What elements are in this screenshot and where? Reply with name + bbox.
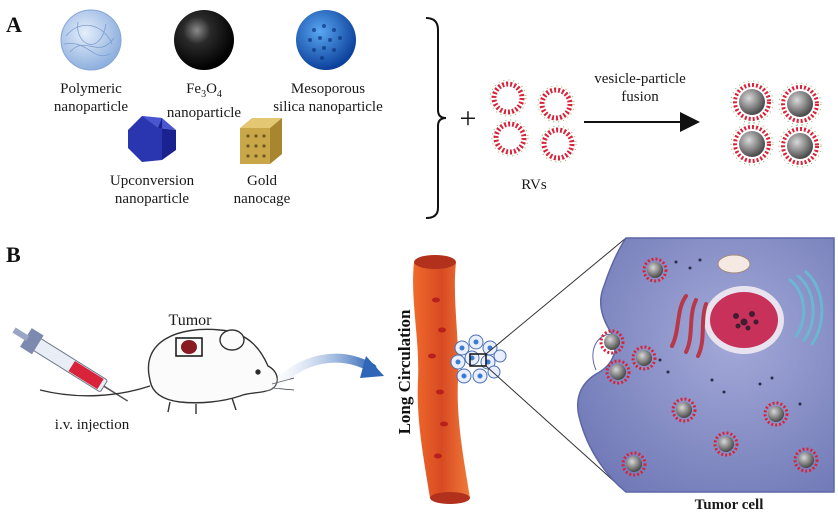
np-label-upconversion: Upconversion nanoparticle [109, 173, 195, 207]
rv-label: RVs [521, 177, 547, 193]
tumor-box [175, 337, 203, 357]
curved-arrow [265, 353, 377, 397]
rv-vesicle [489, 79, 527, 117]
panel-label-b: B [6, 242, 21, 267]
zoom-line-top [485, 237, 627, 355]
gold-cube-icon [240, 118, 282, 164]
black-sphere-icon [174, 10, 234, 70]
polymeric-sphere-icon [60, 9, 122, 71]
cell-particle [599, 329, 625, 355]
blue-prism-icon [128, 116, 176, 162]
fused-particle [730, 80, 774, 124]
tumor-icon [181, 340, 197, 354]
cell-particles [599, 257, 819, 477]
cell-particle [763, 401, 789, 427]
blue-porous-sphere-icon [296, 10, 356, 70]
tumor-cell-label: Tumor cell [694, 497, 764, 513]
rv-vesicle [539, 125, 577, 163]
tumor-cell-illustration [576, 237, 835, 493]
syringe-icon [12, 327, 129, 402]
fused-particle [778, 124, 822, 168]
rv-vesicles [489, 79, 577, 163]
fused-particle [778, 82, 822, 126]
fused-particles [730, 80, 822, 168]
fusion-label: vesicle-particle fusion [594, 71, 686, 105]
cell-particle [642, 257, 668, 283]
cell-particle [671, 397, 697, 423]
bracket [425, 17, 447, 219]
fused-particle [730, 122, 774, 166]
cell-particle [793, 447, 819, 473]
cell-particle [605, 359, 631, 385]
blood-vessel-icon [413, 255, 470, 504]
tumor-cell-cluster [450, 334, 507, 384]
injection-label: i.v. injection [54, 417, 130, 433]
rv-vesicle [491, 119, 529, 157]
cell-particle [631, 345, 657, 371]
panel-label-a: A [6, 12, 22, 37]
cell-particle [713, 431, 739, 457]
plus-sign: + [459, 102, 477, 135]
np-label-fe3o4: Fe3O4 nanoparticle [166, 81, 242, 121]
np-label-mesoporous: Mesoporous silica nanoparticle [273, 81, 383, 115]
vessel-label: Long Circulation [395, 309, 414, 435]
tumor-label: Tumor [168, 312, 212, 329]
np-label-gold: Gold nanocage [233, 173, 291, 207]
cell-particle [621, 451, 647, 477]
zoom-line-bottom [485, 365, 627, 493]
curved-arrow-head [360, 356, 384, 378]
rv-vesicle [537, 85, 575, 123]
np-label-polymeric: Polymeric nanoparticle [53, 81, 129, 115]
